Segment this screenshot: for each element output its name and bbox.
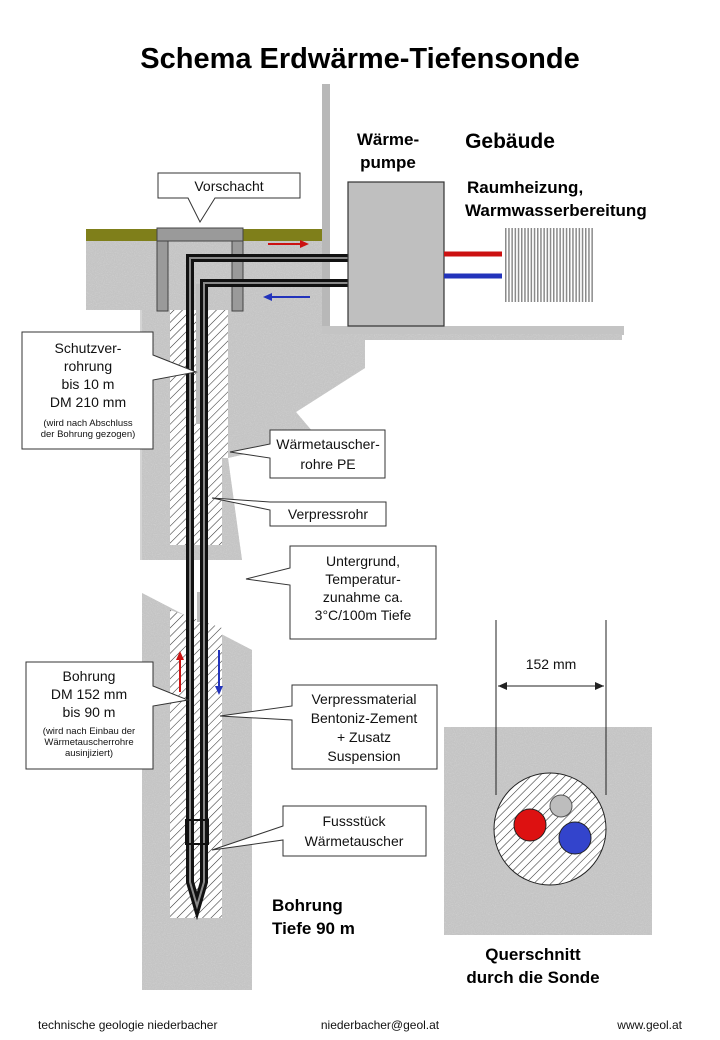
- radiator-fin: [575, 228, 577, 302]
- radiator-fin: [511, 228, 513, 302]
- radiator-fin: [591, 228, 593, 302]
- flow-arrow-down: [215, 650, 223, 695]
- verpressrohr-text-line: Verpressrohr: [288, 506, 368, 522]
- flow-arrow-up: [176, 651, 184, 692]
- radiator-fin: [530, 228, 533, 302]
- bohrung-text-line: Bohrung: [63, 668, 116, 684]
- heat-exchanger-pipes: [186, 254, 348, 921]
- bohrung-text-line: DM 152 mm: [51, 686, 127, 702]
- radiator-fin: [537, 228, 539, 302]
- untergrund-text-line: 3°C/100m Tiefe: [315, 607, 412, 623]
- radiator-fin: [588, 228, 590, 302]
- radiator-fin: [562, 228, 565, 302]
- callout-untergrund: Untergrund, Temperatur-zunahme ca. 3°C/100…: [245, 545, 437, 640]
- vorschacht-label: Vorschacht: [194, 178, 263, 194]
- schutz-note-line: der Bohrung gezogen): [41, 429, 136, 440]
- cross-section-label-2: durch die Sonde: [466, 968, 599, 987]
- radiator-fin: [517, 228, 520, 302]
- radiator-fin: [546, 228, 549, 302]
- untergrund-text-line: zunahme ca.: [323, 589, 403, 605]
- page-title: Schema Erdwärme-Tiefensonde: [140, 43, 579, 75]
- radiator-fin: [581, 228, 584, 302]
- untergrund-text-line: Untergrund,: [326, 553, 400, 569]
- cross-section-borehole: [493, 772, 607, 886]
- diameter-label: 152 mm: [526, 656, 577, 672]
- heat-pump-box: [347, 181, 445, 327]
- radiator-fin: [556, 228, 558, 302]
- radiator-fin: [549, 228, 552, 302]
- callout-waermetauscher: Wärmetauscher-rohre PE: [229, 429, 386, 479]
- radiator-fin: [505, 228, 507, 302]
- schutz-text-line: rohrung: [64, 358, 112, 374]
- building-wall: [322, 84, 330, 328]
- bohrung-text-line: bis 90 m: [63, 704, 116, 720]
- heating-label-1: Raumheizung,: [467, 178, 583, 197]
- building-label: Gebäude: [465, 130, 555, 153]
- fussstueck-text-line: Wärmetauscher: [305, 833, 404, 849]
- flow-arrow-cold: [263, 293, 310, 301]
- radiator-fin: [569, 228, 571, 302]
- radiator-fin: [543, 228, 545, 302]
- footer-left: technische geologie niederbacher: [38, 1018, 217, 1032]
- borehole-depth-label-1: Bohrung: [272, 896, 343, 915]
- footer-right: www.geol.at: [616, 1018, 682, 1032]
- cross-section-grout-pipe: [549, 794, 573, 818]
- cross-section-hot-pipe: [513, 808, 547, 842]
- radiator-fin: [540, 228, 542, 302]
- vorschacht: [156, 227, 244, 312]
- cross-section-label-1: Querschnitt: [485, 945, 581, 964]
- protective-casing: [196, 284, 202, 424]
- schutz-note-line: (wird nach Abschluss: [43, 418, 132, 429]
- verpressmaterial-text-line: Bentoniz-Zement: [311, 710, 418, 726]
- schutz-text-line: bis 10 m: [62, 376, 115, 392]
- radiator-fin: [559, 228, 561, 302]
- schutz-text-line: Schutzver-: [55, 340, 122, 356]
- footer-center: niederbacher@geol.at: [321, 1018, 440, 1032]
- building-floor: [322, 326, 624, 335]
- callout-bohrung: Bohrung DM 152 mm bis 90 m (wird nach Einba…: [25, 661, 190, 770]
- flow-arrow-hot: [268, 240, 309, 248]
- callout-vorschacht: Vorschacht: [157, 172, 301, 224]
- callout-schutzverrohrung: Schutzver-rohrung bis 10 m DM 210 mm (wird …: [21, 331, 198, 450]
- heat-pump-label-2: pumpe: [360, 153, 416, 172]
- radiator-fin: [508, 228, 510, 302]
- schutz-text-line: DM 210 mm: [50, 394, 126, 410]
- cross-section-cold-pipe: [558, 821, 592, 855]
- radiator-fin: [527, 228, 529, 302]
- heat-pump-label-1: Wärme-: [357, 130, 419, 149]
- radiator-fin: [585, 228, 587, 302]
- fussstueck-text-line: Fussstück: [322, 813, 386, 829]
- bohrung-note-line: ausinjiziert): [65, 748, 113, 759]
- verpressmaterial-text-line: Verpressmaterial: [311, 691, 416, 707]
- callout-verpressrohr: Verpressrohr: [211, 497, 387, 527]
- grout-pipe: [197, 592, 201, 622]
- bohrung-note-line: Wärmetauscherrohre: [44, 737, 133, 748]
- verpressmaterial-text-line: Suspension: [327, 748, 400, 764]
- radiator-fin: [514, 228, 517, 302]
- foot-piece: [185, 819, 209, 845]
- radiator-fin: [533, 228, 536, 302]
- radiator: [505, 228, 593, 302]
- waermetauscher-text-line: Wärmetauscher-: [276, 436, 380, 452]
- radiator-fin: [553, 228, 555, 302]
- untergrund-text-line: Temperatur-: [325, 571, 401, 587]
- borehole-depth-label-2: Tiefe 90 m: [272, 919, 355, 938]
- radiator-fin: [524, 228, 526, 302]
- cross-section: 152 mm: [444, 620, 652, 935]
- left-ground: [86, 240, 146, 310]
- radiator-fin: [521, 228, 523, 302]
- radiator-fin: [572, 228, 574, 302]
- verpressmaterial-text-line: + Zusatz: [337, 729, 391, 745]
- radiator-fin: [565, 228, 568, 302]
- radiator-fin: [578, 228, 581, 302]
- bohrung-note-line: (wird nach Einbau der: [43, 726, 135, 737]
- heating-label-2: Warmwasserbereitung: [465, 201, 647, 220]
- waermetauscher-text-line: rohre PE: [300, 456, 355, 472]
